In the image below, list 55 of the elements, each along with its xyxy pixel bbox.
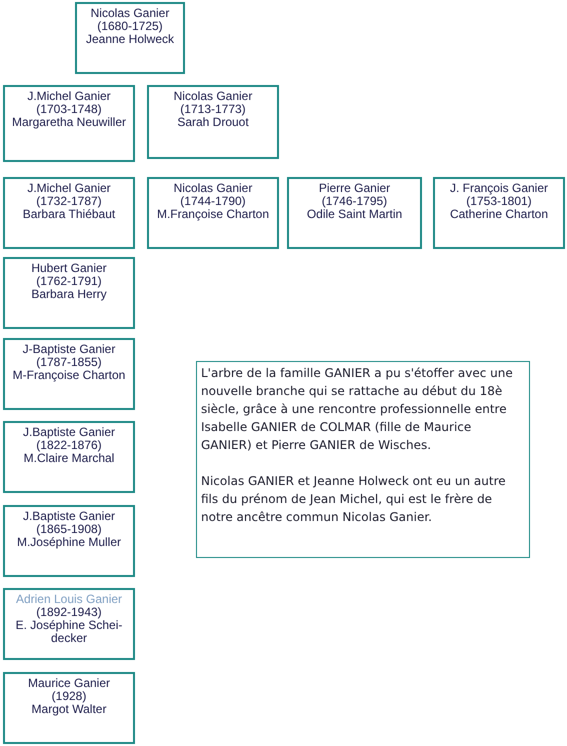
name-text: Pierre Ganier: [318, 182, 392, 195]
paragraph: L'arbre de la famille GANIER a pu s'étoffer avec une nouvelle branche qui se rattache au début du 18è siècle, grâce à une rencontre professionnelle entre Isabelle GANIER de COLMAR (fille de Maurice GANIER) et Pierre GANIER de Wisches.: [201, 365, 514, 454]
note-box: [196, 361, 530, 558]
name-text: Hubert Ganier: [30, 262, 108, 275]
name-text: J.Baptiste Ganier: [22, 426, 116, 439]
spouse-text: Odile Saint Martin: [306, 208, 404, 221]
name-text: Nicolas Ganier: [172, 90, 254, 103]
name-text: Adrien Louis Ganier: [14, 593, 124, 606]
spouse-text: M.Claire Marchal: [22, 452, 116, 465]
spouse-text: Jeanne Holweck: [84, 33, 176, 46]
person-box: [287, 177, 422, 249]
person-box: [3, 85, 135, 162]
dates-text: (1928): [50, 690, 88, 703]
spouse-text: Sarah Drouot: [176, 116, 250, 129]
spouse-text: Barbara Thiébaut: [22, 208, 116, 221]
name-text: Maurice Ganier: [26, 677, 112, 690]
name-text: J.Michel Ganier: [26, 90, 112, 103]
dates-text: (1892-1943): [35, 606, 103, 619]
name-text: Nicolas Ganier: [90, 7, 170, 20]
dates-text: (1703-1748): [35, 103, 103, 116]
person-box: [3, 338, 135, 410]
name-text: J-Baptiste Ganier: [22, 343, 116, 356]
spouse-text: Margot Walter: [30, 703, 108, 716]
person-box: [3, 421, 135, 493]
spouse-text: E. Joséphine Schei- decker: [14, 619, 124, 645]
name-text: J.Michel Ganier: [26, 182, 112, 195]
spouse-text: Barbara Herry: [30, 288, 108, 301]
dates-text: (1787-1855): [36, 356, 103, 369]
spouse-text: Margaretha Neuwiller: [10, 116, 128, 129]
dates-text: (1746-1795): [320, 195, 388, 208]
dates-text: (1753-1801): [466, 195, 533, 208]
spouse-text: M.Joséphine Muller: [16, 536, 122, 549]
name-text: Nicolas Ganier: [172, 182, 254, 195]
dates-text: (1713-1773): [179, 103, 247, 116]
spouse-text: Catherine Charton: [448, 208, 550, 221]
dates-text: (1732-1787): [35, 195, 103, 208]
dates-text: (1680-1725): [96, 20, 164, 33]
paragraph: Nicolas GANIER et Jeanne Holweck ont eu un autre fils du prénom de Jean Michel, qui est le frère de notre ancêtre commun Nicolas Ganier.: [201, 473, 507, 526]
person-box: [147, 177, 279, 249]
name-text: J. François Ganier: [448, 182, 550, 195]
dates-text: (1822-1876): [36, 439, 103, 452]
dates-text: (1865-1908): [36, 523, 103, 536]
person-box: [3, 257, 135, 329]
spouse-text: M-Françoise Charton: [12, 369, 126, 382]
person-box: [75, 2, 185, 74]
spouse-text: M.Françoise Charton: [156, 208, 270, 221]
person-box: [3, 588, 135, 660]
person-box: [433, 177, 565, 249]
dates-text: (1762-1791): [35, 275, 103, 288]
person-box: [3, 672, 135, 744]
person-box: [3, 177, 135, 249]
name-text: J.Baptiste Ganier: [22, 510, 116, 523]
person-box: [147, 85, 279, 159]
person-box: [3, 505, 135, 577]
dates-text: (1744-1790): [179, 195, 247, 208]
